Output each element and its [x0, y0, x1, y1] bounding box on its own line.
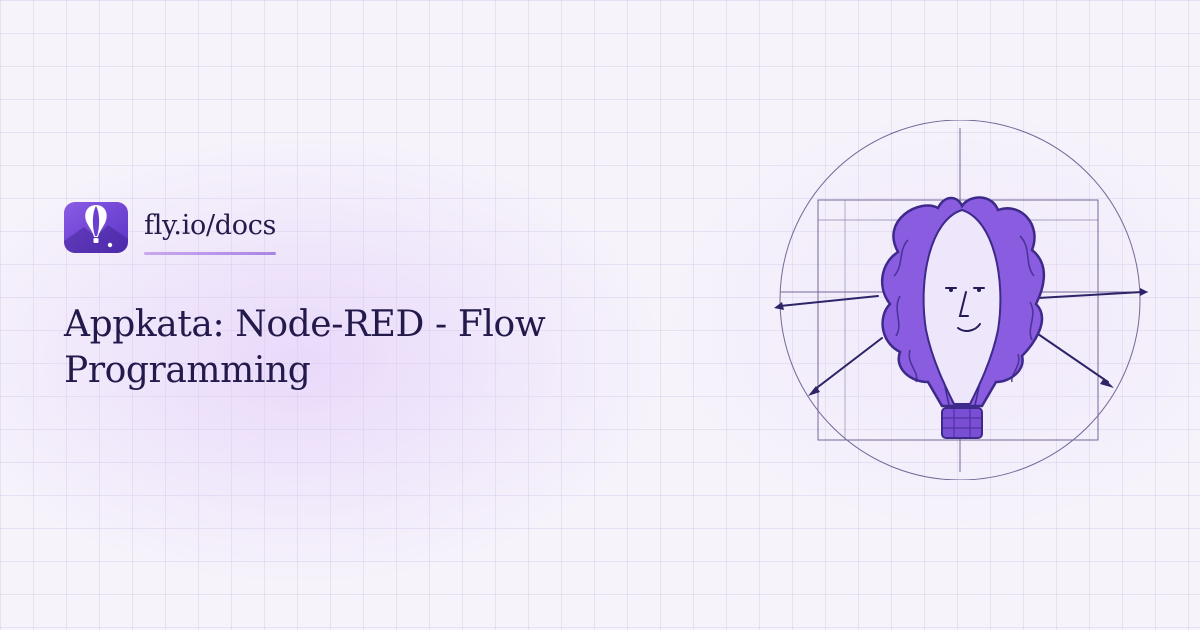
fly-balloon-logo-icon — [64, 201, 128, 253]
brand-underline — [144, 252, 277, 255]
page-title: Appkata: Node-RED - Flow Programming — [64, 304, 546, 391]
brand[interactable]: fly.io/docs — [64, 201, 277, 255]
frankie-balloon-sketch-icon — [770, 119, 1160, 481]
brand-name: fly.io/docs — [144, 209, 277, 241]
